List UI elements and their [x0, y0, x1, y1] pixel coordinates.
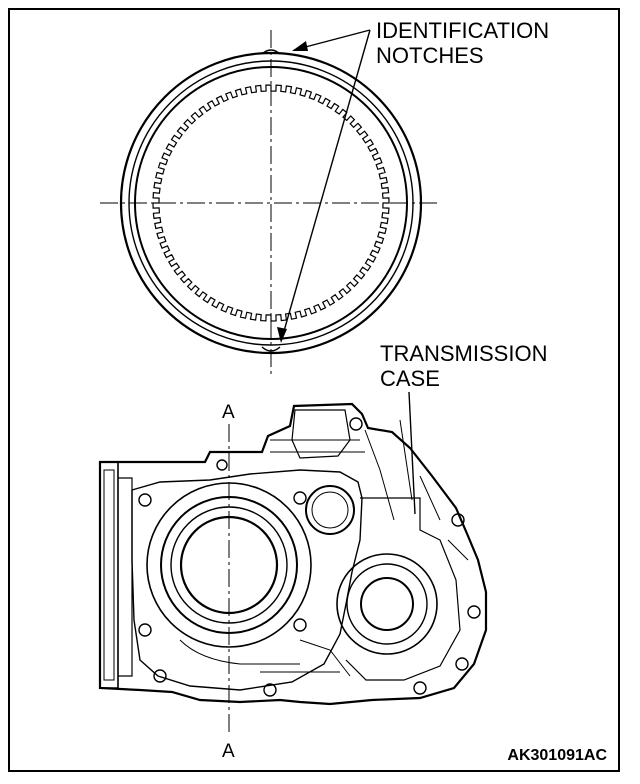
right-ribs	[399, 419, 469, 561]
upper-boss	[291, 409, 351, 459]
arrow-head-bottom	[277, 327, 287, 343]
upper-port	[305, 485, 355, 535]
label-transmission: TRANSMISSION	[380, 341, 547, 366]
left-flange-inner	[103, 469, 115, 681]
left-flange	[99, 461, 119, 689]
upper-port-inner	[311, 491, 349, 529]
left-rib	[118, 477, 133, 677]
figure-id: AK301091AC	[507, 747, 607, 764]
arrow-head-top	[292, 41, 308, 51]
lower-channels	[179, 639, 351, 677]
diff-bore	[360, 577, 414, 631]
right-wall	[345, 497, 461, 681]
identification-notch-top	[261, 49, 281, 55]
identification-notch-bottom	[261, 346, 281, 352]
diff-bore-ring	[346, 563, 428, 645]
notch-leaders	[277, 29, 371, 343]
section-marker-top: A	[222, 402, 235, 423]
section-marker-bottom: A	[222, 741, 235, 762]
disc-friction-edge	[134, 66, 408, 340]
label-identification: IDENTIFICATION	[376, 18, 549, 43]
label-case: CASE	[380, 366, 440, 391]
label-notches: NOTCHES	[376, 43, 484, 68]
bolt-bosses	[138, 417, 481, 697]
clutch-disc	[100, 30, 440, 378]
disc-inner-rim	[128, 60, 414, 346]
leader-line-bottom	[281, 29, 371, 339]
transmission-case	[98, 402, 488, 706]
diff-bore-outer	[336, 553, 438, 655]
leader-line-case	[408, 391, 416, 515]
case-outline	[98, 402, 488, 706]
disc-inner-teeth	[152, 84, 390, 322]
disc-outer-rim	[119, 51, 423, 355]
upper-ribs	[270, 429, 395, 521]
inner-wall	[131, 469, 363, 691]
